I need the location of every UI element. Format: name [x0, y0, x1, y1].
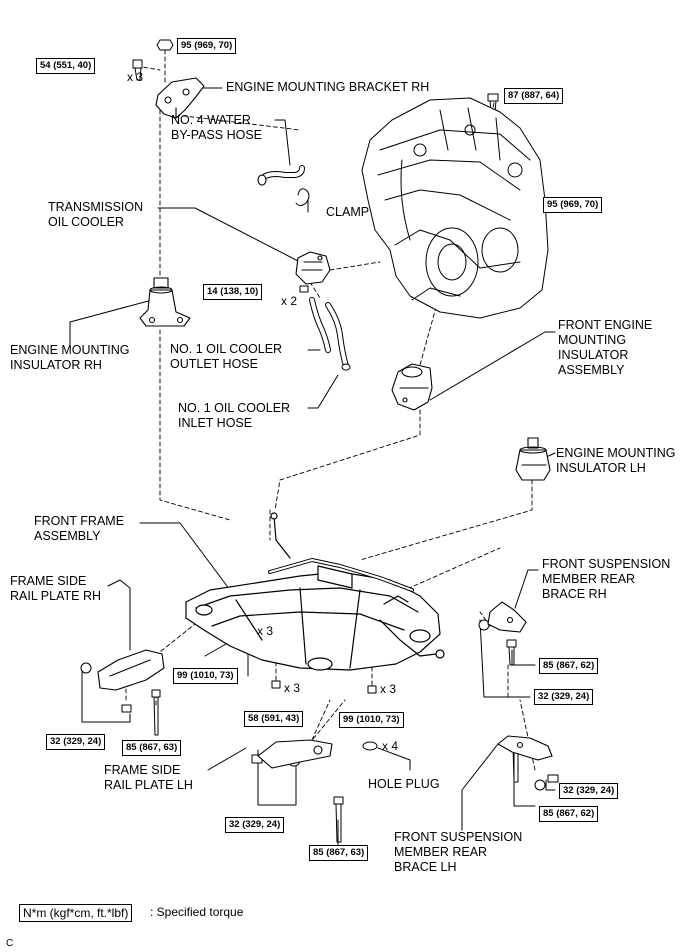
label-engine-mounting-bracket-rh: ENGINE MOUNTING BRACKET RH: [226, 80, 430, 94]
qty-x3-bracket: x 3: [127, 70, 144, 84]
label-frame-side-rail-plate-rh-line2: RAIL PLATE RH: [10, 589, 101, 603]
front-frame-assembly-part: [185, 512, 445, 671]
label-rear-brace-rh-line2: MEMBER REAR: [542, 572, 636, 586]
engine-mounting-bracket-rh-part: [155, 77, 205, 119]
torque-32-rail-lh: 32 (329, 24): [225, 817, 285, 833]
label-transmission-oil-cooler-line2: OIL COOLER: [48, 215, 124, 229]
qty-x3-frame-b: x 3: [284, 681, 301, 695]
label-clamp: CLAMP: [326, 205, 370, 219]
legend-torque-units-box: N*m (kgf*cm, ft.*lbf): [19, 904, 133, 922]
engine-assembly-part: [361, 97, 549, 319]
label-frame-side-rail-plate-lh-line2: RAIL PLATE LH: [104, 778, 193, 792]
torque-87-engine: 87 (887, 64): [504, 88, 564, 104]
torque-85-rail-lh: 85 (867, 63): [309, 845, 369, 861]
torque-54: 54 (551, 40): [36, 58, 96, 74]
torque-32-brace-lh: 32 (329, 24): [559, 783, 619, 799]
torque-32-rail-rh: 32 (329, 24): [46, 734, 106, 750]
label-engine-mounting-insulator-rh-line2: INSULATOR RH: [10, 358, 102, 372]
corner-mark: C: [6, 938, 14, 949]
water-bypass-hose-part: [257, 165, 305, 186]
label-rear-brace-lh-line3: BRACE LH: [394, 860, 457, 874]
torque-99-left: 99 (1010, 73): [173, 668, 238, 684]
torque-58: 58 (591, 43): [244, 711, 304, 727]
label-front-frame-assembly-line2: ASSEMBLY: [34, 529, 101, 543]
frame-side-rail-plate-rh-part: [97, 649, 165, 691]
label-no4-water-bypass-hose-line1: NO. 4 WATER: [171, 113, 251, 127]
torque-95-top: 95 (969, 70): [177, 38, 237, 54]
label-engine-mounting-insulator-rh-line1: ENGINE MOUNTING: [10, 343, 130, 357]
front-engine-mounting-insulator-part: [391, 363, 433, 411]
label-engine-mounting-insulator-lh-line1: ENGINE MOUNTING: [556, 446, 676, 460]
label-front-engine-mounting-line4: ASSEMBLY: [558, 363, 625, 377]
label-rear-brace-rh-line3: BRACE RH: [542, 587, 607, 601]
label-engine-mounting-insulator-lh-line2: INSULATOR LH: [556, 461, 646, 475]
label-front-engine-mounting-line1: FRONT ENGINE: [558, 318, 653, 332]
label-rear-brace-lh-line2: MEMBER REAR: [394, 845, 488, 859]
qty-x2-cooler: x 2: [281, 294, 298, 308]
label-front-frame-assembly-line1: FRONT FRAME: [34, 514, 125, 528]
legend-specified-torque-text: : Specified torque: [150, 905, 244, 919]
label-no1-oil-cooler-inlet-hose-line2: INLET HOSE: [178, 416, 253, 430]
torque-95-right: 95 (969, 70): [543, 197, 603, 213]
rear-brace-rh-part: [487, 601, 527, 633]
engine-mounting-insulator-lh-part: [515, 437, 551, 481]
torque-85-brace-lh: 85 (867, 62): [539, 806, 599, 822]
qty-x4-plug: x 4: [382, 739, 399, 753]
transmission-oil-cooler-part: [295, 251, 331, 285]
label-front-engine-mounting-line3: INSULATOR: [558, 348, 629, 362]
label-no1-oil-cooler-inlet-hose-line1: NO. 1 OIL COOLER: [178, 401, 291, 415]
torque-32-brace-rh: 32 (329, 24): [534, 689, 594, 705]
label-no1-oil-cooler-outlet-hose-line2: OUTLET HOSE: [170, 357, 258, 371]
torque-99-right: 99 (1010, 73): [339, 712, 404, 728]
torque-85-brace-rh: 85 (867, 62): [539, 658, 599, 674]
label-transmission-oil-cooler-line1: TRANSMISSION: [48, 200, 144, 214]
label-frame-side-rail-plate-lh-line1: FRAME SIDE: [104, 763, 181, 777]
oil-cooler-hoses-part: [309, 297, 351, 371]
label-no1-oil-cooler-outlet-hose-line1: NO. 1 OIL COOLER: [170, 342, 283, 356]
label-rear-brace-lh-line1: FRONT SUSPENSION: [394, 830, 523, 844]
rear-brace-lh-part: [497, 735, 553, 761]
label-hole-plug: HOLE PLUG: [368, 777, 440, 791]
qty-x3-frame-a: x 3: [257, 624, 274, 638]
label-frame-side-rail-plate-rh-line1: FRAME SIDE: [10, 574, 87, 588]
label-rear-brace-rh-line1: FRONT SUSPENSION: [542, 557, 671, 571]
torque-85-rail-rh: 85 (867, 63): [122, 740, 182, 756]
label-front-engine-mounting-line2: MOUNTING: [558, 333, 627, 347]
torque-14: 14 (138, 10): [203, 284, 263, 300]
engine-mounting-insulator-rh-part: [139, 277, 191, 327]
frame-side-rail-plate-lh-part: [257, 739, 333, 769]
label-no4-water-bypass-hose-line2: BY-PASS HOSE: [171, 128, 263, 142]
qty-x3-frame-c: x 3: [380, 682, 397, 696]
